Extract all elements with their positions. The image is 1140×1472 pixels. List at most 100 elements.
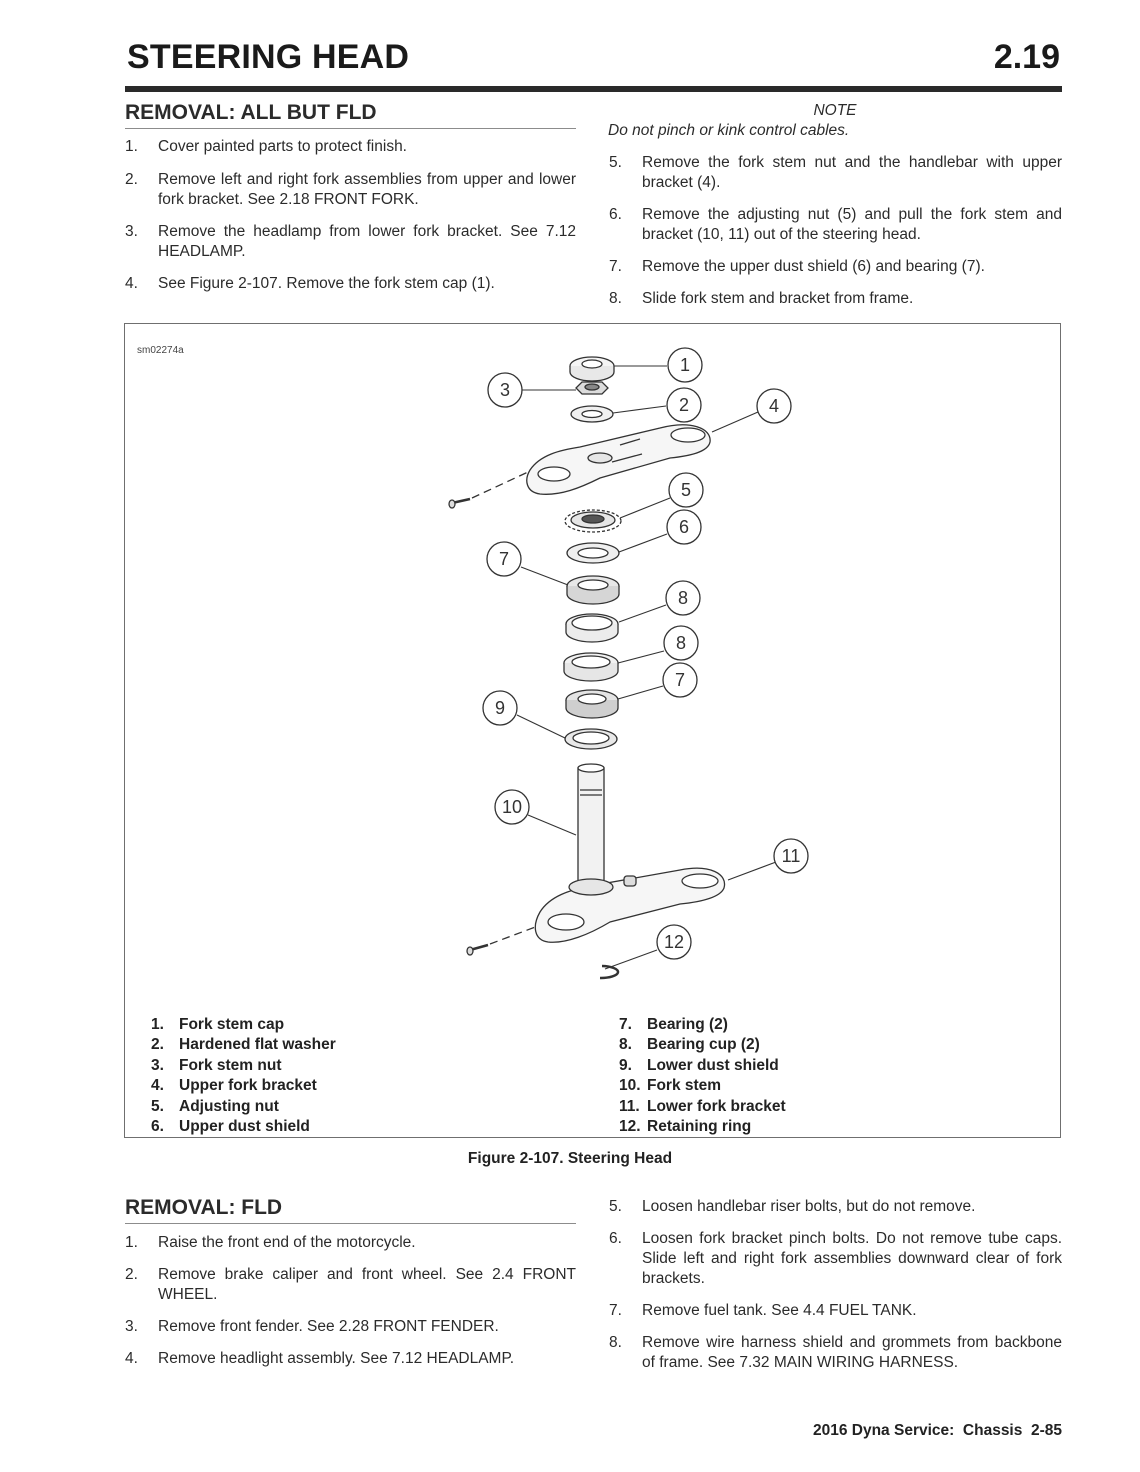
step-text: Slide fork stem and bracket from frame.: [642, 290, 914, 307]
step-text: Remove the fork stem nut and the handleb…: [642, 154, 1062, 191]
legend-item: 6.Upper dust shield: [151, 1118, 310, 1136]
step-number: 2.: [125, 1266, 138, 1283]
step-number: 4.: [125, 275, 138, 292]
steering-head-diagram: 1 3 2 4 5 6 7 8 8 7 9 10 11 12: [448, 347, 809, 980]
legend-right: 7.Bearing (2) 8.Bearing cup (2) 9.Lower …: [619, 1015, 786, 1137]
callout-10: 10: [494, 789, 530, 825]
step-number: 8.: [609, 290, 622, 307]
lower-fork-bracket-part: [534, 867, 726, 943]
callout-7-upper: 7: [486, 541, 522, 577]
callout-3: 3: [487, 372, 523, 408]
upper-bearing-part: [566, 575, 620, 605]
fld-step-8: 8. Remove wire harness shield and gromme…: [609, 1333, 1062, 1373]
svg-text:3: 3: [500, 380, 510, 400]
svg-text:11: 11: [782, 846, 801, 866]
callout-9: 9: [482, 690, 518, 726]
upper-bearing-cup-part: [565, 613, 619, 643]
fld-step-5: 5. Loosen handlebar riser bolts, but do …: [609, 1197, 1062, 1217]
hardened-flat-washer-part: [570, 405, 614, 423]
step-7: 7. Remove the upper dust shield (6) and …: [609, 257, 1062, 277]
title-rule: [125, 86, 1062, 92]
callout-8-lower: 8: [663, 625, 699, 661]
step-number: 1.: [125, 138, 138, 155]
page-title: STEERING HEAD: [127, 38, 410, 76]
step-text: Remove front fender. See 2.28 FRONT FEND…: [158, 1318, 499, 1335]
step-number: 7.: [609, 1302, 622, 1319]
step-text: Remove left and right fork assemblies fr…: [158, 171, 576, 208]
step-number: 7.: [609, 258, 622, 275]
lower-pinch-bolt-part: [466, 925, 539, 956]
legend-item: 2.Hardened flat washer: [151, 1036, 336, 1054]
callout-2: 2: [666, 387, 702, 423]
step-text: Remove wire harness shield and grommets …: [642, 1334, 1062, 1371]
fld-step-4: 4. Remove headlight assembly. See 7.12 H…: [125, 1349, 576, 1369]
section-rule: [125, 128, 576, 129]
retaining-ring-part: [599, 964, 620, 980]
callout-5: 5: [668, 472, 704, 508]
callout-8-upper: 8: [665, 580, 701, 616]
step-5: 5. Remove the fork stem nut and the hand…: [609, 153, 1062, 193]
leader-lines: [516, 365, 777, 970]
step-number: 8.: [609, 1334, 622, 1351]
legend-item: 12.Retaining ring: [619, 1118, 752, 1136]
step-text: Remove the headlamp from lower fork brac…: [158, 223, 576, 260]
step-text: Remove brake caliper and front wheel. Se…: [158, 1266, 576, 1303]
upper-fork-bracket-part: [526, 424, 711, 495]
svg-text:7: 7: [675, 670, 685, 690]
step-number: 4.: [125, 1350, 138, 1367]
legend-item: 8.Bearing cup (2): [619, 1036, 760, 1054]
fld-step-2: 2. Remove brake caliper and front wheel.…: [125, 1265, 576, 1305]
step-text: Raise the front end of the motorcycle.: [158, 1234, 416, 1251]
fork-stem-cap-part: [569, 356, 615, 382]
step-1: 1. Cover painted parts to protect finish…: [125, 137, 576, 157]
svg-text:4: 4: [769, 396, 779, 416]
adjusting-nut-part: [564, 509, 622, 533]
legend-item: 10.Fork stem: [619, 1077, 722, 1095]
fld-step-3: 3. Remove front fender. See 2.28 FRONT F…: [125, 1317, 576, 1337]
section-heading-removal-all-but-fld: REMOVAL: ALL BUT FLD: [125, 101, 377, 124]
svg-text:6: 6: [679, 517, 689, 537]
svg-text:8: 8: [678, 588, 688, 608]
legend-item: 11.Lower fork bracket: [619, 1097, 786, 1115]
callout-1: 1: [667, 347, 703, 383]
step-2: 2. Remove left and right fork assemblies…: [125, 170, 576, 210]
svg-text:1: 1: [680, 355, 690, 375]
step-text: Remove the upper dust shield (6) and bea…: [642, 258, 985, 275]
step-number: 3.: [125, 223, 138, 240]
step-text: See Figure 2-107. Remove the fork stem c…: [158, 275, 495, 292]
legend-left: 1.Fork stem cap 2.Hardened flat washer 3…: [151, 1015, 336, 1137]
step-6: 6. Remove the adjusting nut (5) and pull…: [609, 205, 1062, 245]
fork-stem-nut-part: [575, 381, 609, 395]
svg-text:8: 8: [676, 633, 686, 653]
step-text: Remove fuel tank. See 4.4 FUEL TANK.: [642, 1302, 917, 1319]
fld-step-7: 7. Remove fuel tank. See 4.4 FUEL TANK.: [609, 1301, 1062, 1321]
svg-text:12: 12: [664, 932, 684, 952]
callout-11: 11: [773, 838, 809, 874]
step-3: 3. Remove the headlamp from lower fork b…: [125, 222, 576, 262]
callout-12: 12: [656, 924, 692, 960]
fld-step-1: 1. Raise the front end of the motorcycle…: [125, 1233, 576, 1253]
page-footer: 2016 Dyna Service: Chassis 2-85: [812, 1422, 1062, 1439]
step-text: Remove the adjusting nut (5) and pull th…: [642, 206, 1062, 243]
legend-item: 5.Adjusting nut: [151, 1097, 279, 1115]
step-4: 4. See Figure 2-107. Remove the fork ste…: [125, 274, 576, 294]
section-number: 2.19: [993, 38, 1060, 76]
svg-text:10: 10: [502, 797, 522, 817]
svg-text:7: 7: [499, 549, 509, 569]
note-text: Do not pinch or kink control cables.: [608, 122, 850, 139]
legend-item: 7.Bearing (2): [619, 1016, 728, 1033]
figure-frame: [124, 323, 1061, 1138]
note-title: NOTE: [813, 102, 857, 119]
figure-caption: Figure 2-107. Steering Head: [467, 1150, 673, 1167]
step-text: Loosen handlebar riser bolts, but do not…: [642, 1198, 976, 1215]
step-number: 2.: [125, 171, 138, 188]
svg-text:9: 9: [495, 698, 505, 718]
lower-dust-shield-part: [564, 728, 618, 750]
step-number: 5.: [609, 154, 622, 171]
svg-text:2: 2: [679, 395, 689, 415]
legend-item: 9.Lower dust shield: [619, 1056, 779, 1074]
figure-id: sm02274a: [137, 345, 184, 356]
step-text: Cover painted parts to protect finish.: [158, 138, 407, 155]
step-text: Remove headlight assembly. See 7.12 HEAD…: [158, 1350, 515, 1367]
section-heading-removal-fld: REMOVAL: FLD: [125, 1196, 283, 1219]
